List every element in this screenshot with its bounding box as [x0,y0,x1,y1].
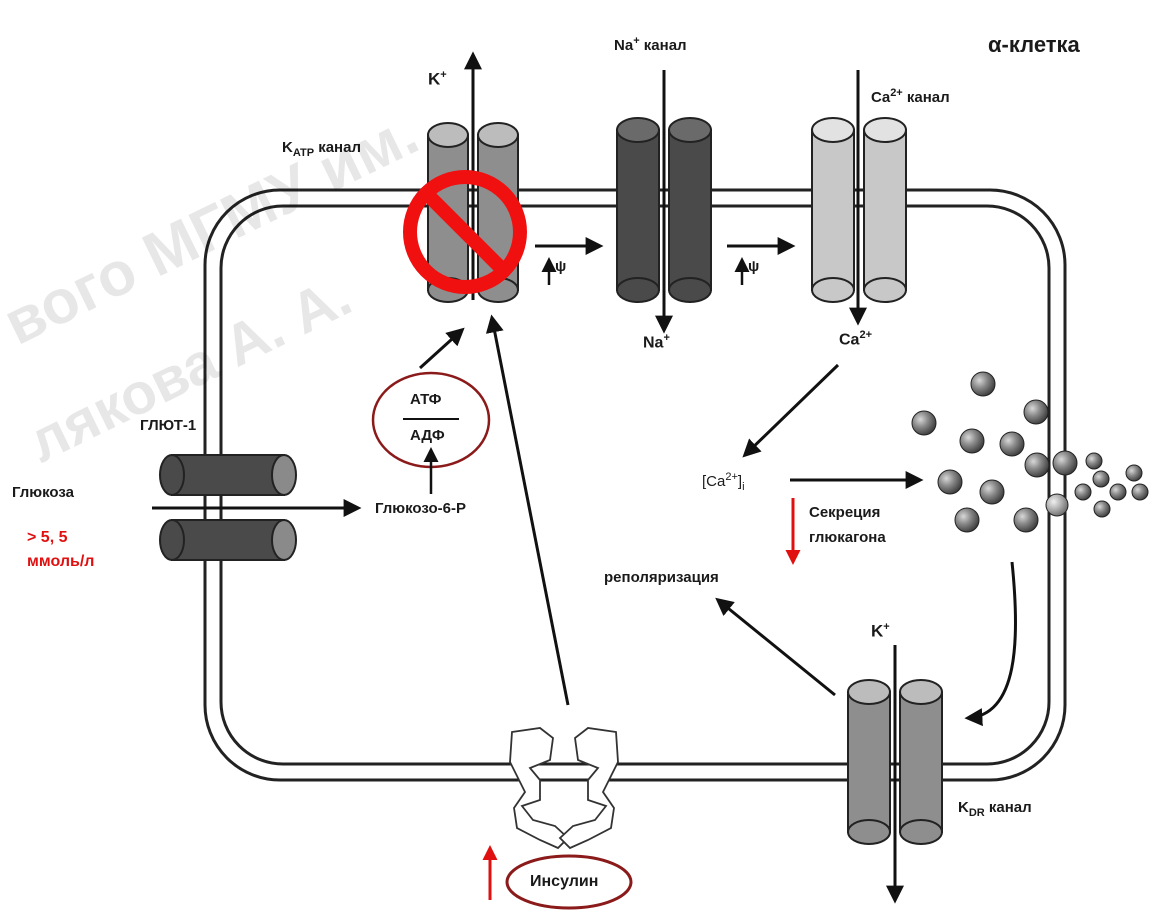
ca-ion-label: Ca2+ [839,329,872,349]
psi-label-2: ψ [748,258,760,275]
glucose-concentration-line1: > 5, 5 [27,529,68,546]
atp-label: АТФ [410,391,442,408]
ca-channel-label: Ca2+ канал [871,87,950,106]
g6p-label: Глюкозо-6-Р [375,500,466,517]
insulin-label: Инсулин [530,873,599,890]
glucose-label: Глюкоза [12,484,74,501]
ca-intracellular-label: [Ca2+]i [702,471,745,493]
insulin-to-katp-arrow [485,314,570,706]
ca-channel [811,117,907,303]
glucose-concentration-line2: ммоль/л [27,553,95,570]
atp-to-katp-arrow [418,327,465,370]
diagram-title: α-клетка [988,32,1080,57]
glut1-transporter [159,454,297,561]
glucagon-granules [911,371,1149,533]
katp-k-ion-label: K+ [428,69,447,89]
na-channel [616,117,712,303]
na-ion-label: Na+ [643,332,670,352]
prohibition-icon [403,170,527,294]
adp-label: АДФ [410,427,445,444]
granules-to-kdr-arrow [964,561,1018,727]
kdr-k-ion-label: K+ [871,621,890,641]
kdr-channel-label: KDR канал [958,799,1032,819]
repolarization-label: реполяризация [604,569,719,586]
glut1-label: ГЛЮТ-1 [140,417,197,434]
kdr-channel [847,679,943,845]
secretion-label-line1: Секреция [809,504,881,521]
insulin-oval [505,854,633,910]
psi-label-1: ψ [555,258,567,275]
insulin-receptor [509,727,619,850]
secretion-label-line2: глюкагона [809,529,886,546]
kdr-to-repolarization-arrow [715,597,836,697]
na-channel-label: Na+ канал [614,35,687,54]
ca-to-cai-arrow [742,363,840,458]
katp-channel-label: KATP канал [282,139,361,159]
